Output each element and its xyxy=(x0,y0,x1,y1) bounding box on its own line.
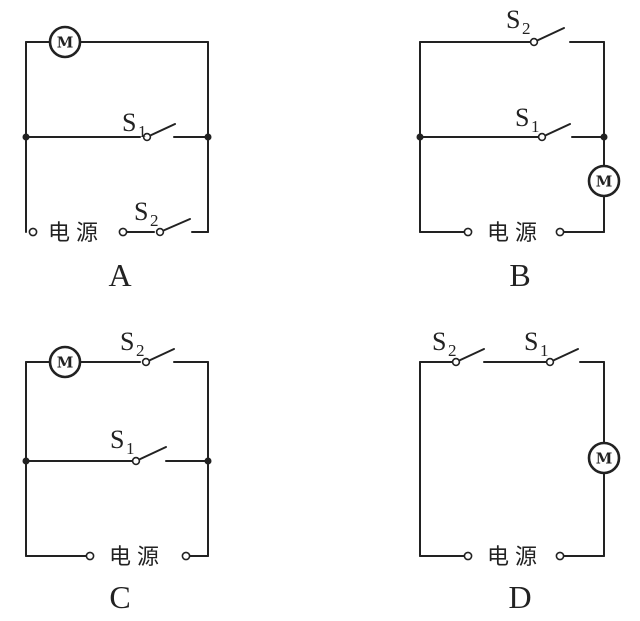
switch-s2-letter: S xyxy=(432,327,446,356)
circuit-d-switch-s1: S 1 xyxy=(524,327,579,367)
circuit-c-wires xyxy=(25,361,209,557)
circuit-d-wires xyxy=(419,361,605,557)
circuit-d-motor: M xyxy=(587,441,621,475)
switch-s1-subscript: 1 xyxy=(138,122,147,141)
motor-symbol: M xyxy=(596,450,613,468)
switch-s1-letter: S xyxy=(524,327,538,356)
switch-s1-subscript: 1 xyxy=(531,117,540,136)
switch-s2-letter: S xyxy=(120,327,134,356)
circuit-d-switch-s2: S 2 xyxy=(432,327,485,367)
circuit-c-switch-s2: S 2 xyxy=(120,327,175,367)
motor-symbol: M xyxy=(57,354,74,372)
switch-s2-letter: S xyxy=(506,5,520,34)
switch-s2-subscript: 2 xyxy=(522,19,531,38)
junction-dot xyxy=(204,133,212,141)
circuit-b-power-source: 电源 xyxy=(463,221,565,246)
switch-s1-letter: S xyxy=(122,108,136,137)
circuit-b: S 2 S 1 M 电源 B xyxy=(416,5,621,293)
junction-dot xyxy=(22,133,30,141)
junction-dot xyxy=(600,133,608,141)
circuit-a: M S 1 S 2 电源 A xyxy=(22,25,212,293)
switch-s2-letter: S xyxy=(134,197,148,226)
circuit-a-motor: M xyxy=(48,25,82,59)
circuit-b-motor: M xyxy=(587,164,621,198)
circuit-c-switch-s1: S 1 xyxy=(110,425,167,466)
option-label-a: A xyxy=(108,257,131,293)
junction-dot xyxy=(22,457,30,465)
option-label-c: C xyxy=(109,579,130,615)
circuit-b-wires xyxy=(419,41,605,233)
switch-s2-subscript: 2 xyxy=(150,211,159,230)
circuit-b-switch-s2: S 2 xyxy=(506,5,565,47)
circuit-d-power-source: 电源 xyxy=(463,545,565,570)
option-label-d: D xyxy=(508,579,531,615)
switch-s1-letter: S xyxy=(110,425,124,454)
circuit-c-power-source: 电源 xyxy=(85,545,191,570)
motor-symbol: M xyxy=(57,34,74,52)
circuit-a-switch-s2: S 2 xyxy=(134,197,191,237)
junction-dot xyxy=(416,133,424,141)
circuit-a-switch-s1: S 1 xyxy=(122,108,176,142)
junction-dot xyxy=(204,457,212,465)
circuit-a-wires xyxy=(25,41,209,233)
switch-s1-subscript: 1 xyxy=(540,341,549,360)
circuit-d: S 2 S 1 M 电源 D xyxy=(419,327,621,615)
power-source-label: 电源 xyxy=(487,545,543,570)
switch-s1-subscript: 1 xyxy=(126,439,135,458)
circuit-b-switch-s1: S 1 xyxy=(515,103,571,142)
power-source-label: 电源 xyxy=(487,221,543,246)
switch-s1-letter: S xyxy=(515,103,529,132)
option-label-b: B xyxy=(509,257,530,293)
motor-symbol: M xyxy=(596,173,613,191)
power-source-label: 电源 xyxy=(48,221,104,246)
switch-s2-subscript: 2 xyxy=(448,341,457,360)
circuit-c-motor: M xyxy=(48,345,82,379)
circuit-a-power-source: 电源 xyxy=(28,221,128,246)
circuit-c: M S 2 S 1 电源 C xyxy=(22,327,212,615)
switch-s2-subscript: 2 xyxy=(136,341,145,360)
power-source-label: 电源 xyxy=(109,545,165,570)
